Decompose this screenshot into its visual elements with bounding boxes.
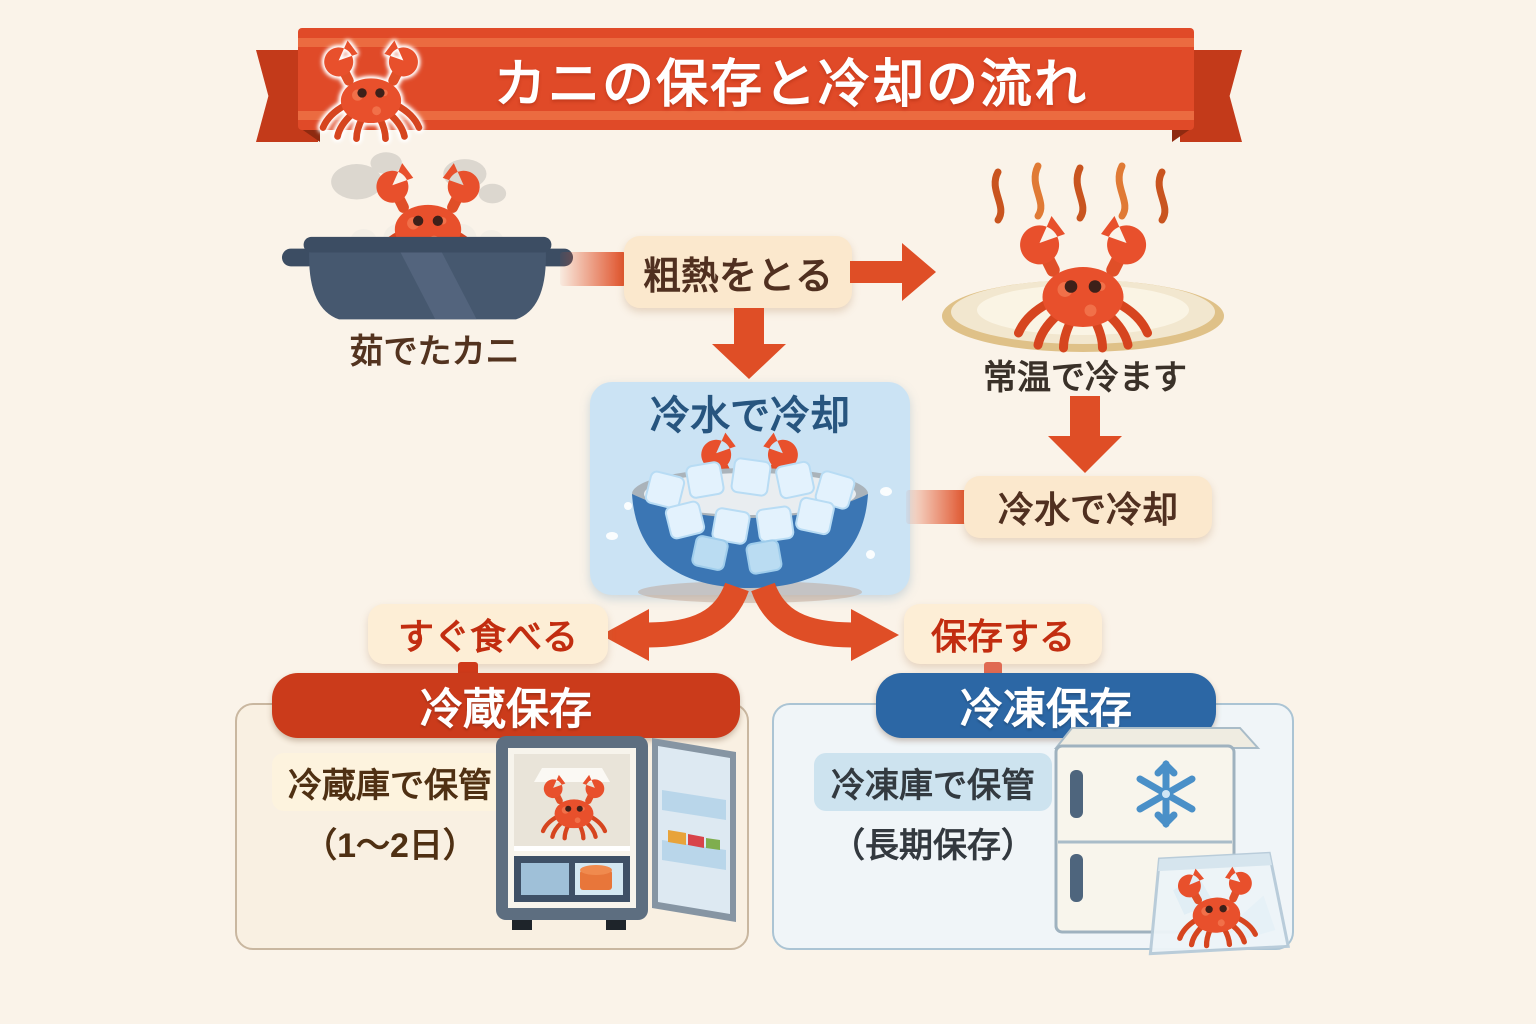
freezer-bag [1148,851,1291,956]
water-drop [880,487,892,496]
water-drop [866,550,875,559]
boiling-pot-illustration [281,152,574,320]
refrigerator-illustration [496,736,736,930]
arrow-down-icon [712,308,786,379]
remove-heat-step: 粗熱をとる [624,236,852,308]
freeze-note: 冷凍庫で保管 [814,753,1052,811]
ice-bowl-illustration [632,426,868,603]
freeze-duration: （長期保存） [831,827,1035,865]
banner-stripe-bottom [298,111,1194,120]
connector-coolbox-to-cold-water [906,490,968,524]
water-drop [624,502,632,510]
boiled-crab-label: 茹でたカニ [349,333,520,371]
water-drop [606,532,618,540]
steam-icon [331,152,507,204]
room-temp-label: 常温で冷ます [983,359,1187,397]
plate-crab-illustration [942,162,1224,356]
refrigerate-duration: （1〜2日） [303,827,477,865]
title-banner: カニの保存と冷却の流れ [298,28,1194,130]
connector-pot-to-remove-heat [560,252,626,286]
arrow-down-icon [1048,396,1122,473]
cold-water-box-title: 冷水で冷却 [650,394,850,438]
heat-waves-icon [991,162,1169,224]
page-title: カニの保存と冷却の流れ [493,55,1088,114]
snowflake-icon [1136,760,1196,828]
arrow-right-icon [850,243,936,301]
freezer-illustration [1053,727,1291,956]
banner-stripe-top [298,38,1194,47]
branch-arrows-icon [601,583,899,661]
refrigerate-header: 冷蔵保存 [272,673,740,738]
cold-water-step: 冷水で冷却 [964,476,1212,538]
store-option: 保存する [904,604,1102,664]
cold-water-cooling-box: 冷水で冷却 [590,382,910,603]
refrigerate-note: 冷蔵庫で保管 [272,753,508,811]
eat-now-option: すぐ食べる [368,604,608,664]
crab-icon [312,36,430,142]
